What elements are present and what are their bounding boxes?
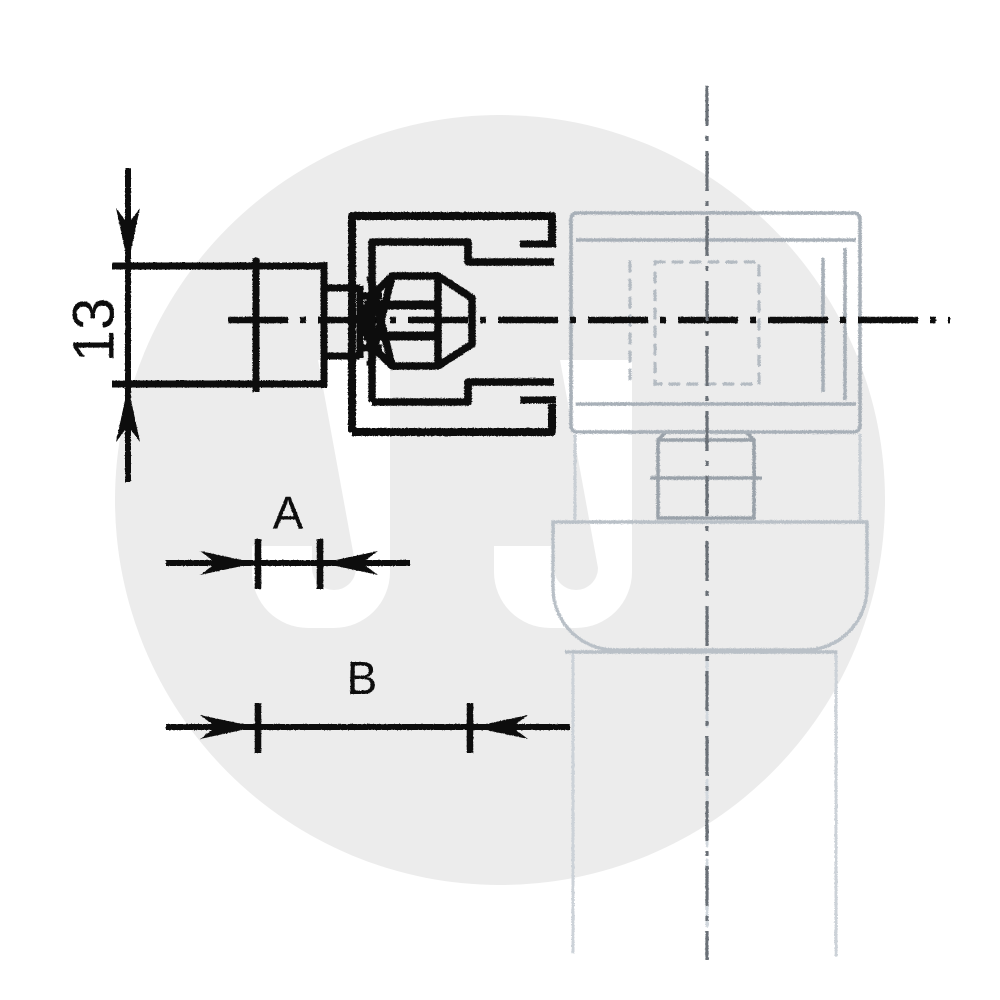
dim-A-arrow-left bbox=[200, 551, 256, 575]
dimension-A: A bbox=[166, 487, 410, 589]
hex-nut bbox=[366, 272, 476, 370]
dim-B-label: B bbox=[347, 652, 378, 704]
dimension-13: 13 bbox=[61, 168, 258, 482]
dim-B-arrow-right bbox=[472, 715, 528, 739]
dim-A-label: A bbox=[273, 487, 304, 539]
bolt-shank bbox=[359, 300, 440, 341]
dim-B-arrow-left bbox=[200, 715, 256, 739]
dim-13-arrow-bottom bbox=[116, 386, 140, 442]
dim-13-label: 13 bbox=[61, 298, 126, 363]
ghost-bowl bbox=[551, 520, 869, 654]
dimension-B: B bbox=[166, 652, 570, 753]
ghost-link-lines bbox=[573, 434, 862, 520]
dim-13-arrow-top bbox=[116, 208, 140, 264]
u-channel-outer bbox=[348, 212, 556, 436]
dim-A-arrow-right bbox=[322, 551, 378, 575]
u-channel-lips bbox=[520, 240, 556, 404]
watermark-logo bbox=[115, 115, 885, 885]
